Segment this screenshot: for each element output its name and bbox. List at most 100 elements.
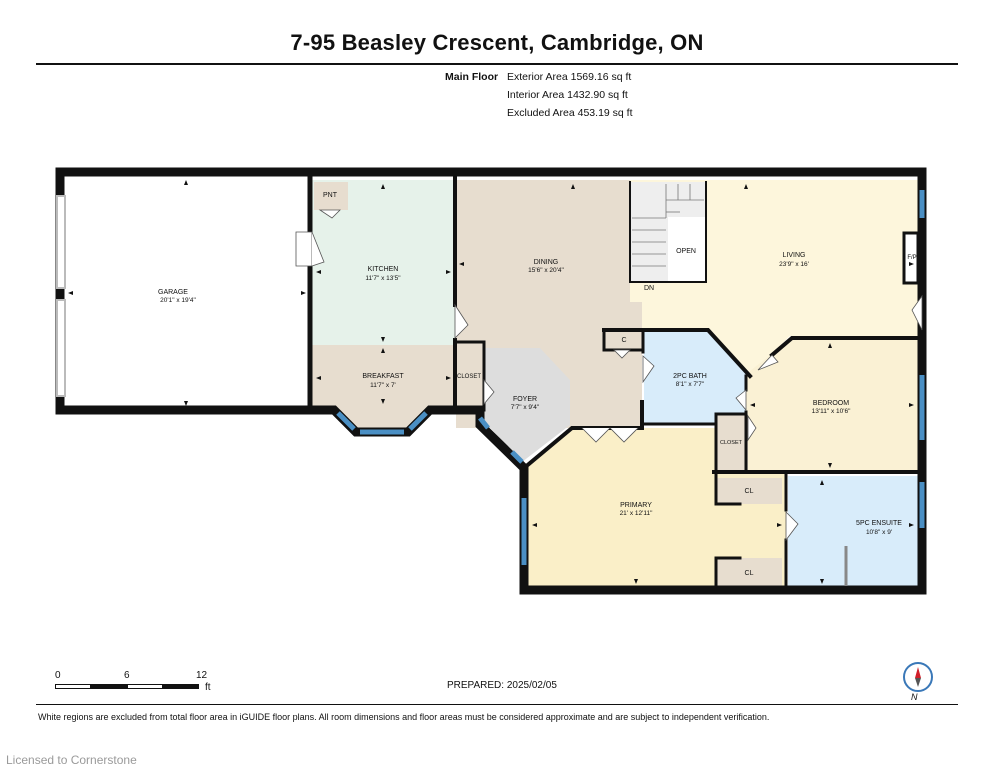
header-divider [36,63,958,65]
dim-marker [532,523,537,527]
dim-marker [301,291,306,295]
closet-bed-room [716,414,748,470]
door-bath [642,355,655,384]
footer-divider [36,704,958,705]
window-bay-right [408,411,428,431]
dim-marker [744,184,748,189]
dim-marker [381,184,385,189]
bedroom-room [746,340,918,470]
windows [336,190,925,565]
dim-marker [828,463,832,468]
page-title: 7-95 Beasley Crescent, Cambridge, ON [290,30,704,55]
breakfast-name: BREAKFAST [362,373,404,380]
dim-marker [820,579,824,584]
scale-segment-2 [91,684,127,689]
exterior-area: Exterior Area 1569.16 sq ft [507,71,632,83]
door-closet-bed [747,414,757,442]
dim-marker [777,523,782,527]
floor-label: Main Floor [445,71,499,83]
kitchen-dims: 11'7" x 13'5" [365,275,401,282]
window-foyer [478,416,490,430]
bedroom-top-wall [769,336,924,358]
dimension-markers [68,180,914,584]
dim-marker [634,579,638,584]
cl2-name: CL [745,570,754,577]
primary-dims: 21' x 12'11" [620,510,654,517]
breakfast-room [312,345,455,408]
door-pantry [318,209,341,219]
garage-room [64,176,310,410]
bedroom-dims: 13'11" x 10'6" [812,408,851,415]
scale-label-6: 6 [124,670,130,681]
door-primary-double [581,427,639,443]
dim-marker [750,403,755,407]
fireplace [902,231,920,285]
bath-top-wall [602,328,753,379]
breakfast-dims: 11'7" x 7' [370,382,396,389]
foyer-dims: 7'7" x 9'4" [511,404,540,411]
bath2-name: 2PC BATH [673,373,707,380]
stairs-wall [629,181,707,283]
door-foyer-closet [483,378,495,406]
cl1-wall [714,472,742,506]
dim-marker [909,262,914,266]
open-name: OPEN [676,248,696,255]
kitchen-name: KITCHEN [368,266,399,273]
door-dining [454,303,469,339]
closet-bed-name: CLOSET [720,440,743,446]
dim-marker [316,376,321,380]
dim-marker [381,348,385,353]
compass-icon: N [903,662,933,701]
bedroom-name: BEDROOM [813,400,849,407]
closet-foyer-name: CLOSET [457,374,481,380]
garage-dims: 20'1" x 19'4" [160,297,196,304]
prepared-date: PREPARED: 2025/02/05 [447,680,557,691]
door-ensuite [785,511,799,542]
stairs-down-label: DN [644,285,654,292]
pantry-room [314,182,348,210]
scale-segment-3 [127,684,163,689]
living-name: LIVING [783,252,806,259]
closet-c-room [604,330,642,350]
dim-marker [571,184,575,189]
dim-marker [381,337,385,342]
dim-marker [381,399,385,404]
license-watermark: Licensed to Cornerstone [6,753,137,767]
dim-marker [820,480,824,485]
garage-name: GARAGE [158,289,188,296]
disclaimer-text: White regions are excluded from total fl… [38,712,770,722]
exterior-wall [55,167,927,595]
dining-name: DINING [534,259,559,266]
scale-bar: 0 6 12 ft [55,670,225,700]
scale-segment-4 [163,684,199,689]
dim-marker [446,270,451,274]
dim-marker [68,291,73,295]
fireplace-label: F/P [907,255,916,261]
breakfast-bay [337,408,430,432]
interior-area: Interior Area 1432.90 sq ft [507,89,628,101]
door-living-ext [911,294,923,331]
foyer-name: FOYER [513,396,537,403]
dim-marker [909,523,914,527]
compass-north-label: N [911,692,918,701]
ensuite-dims: 10'8" x 9' [866,529,892,536]
primary-room [528,428,786,588]
scale-unit: ft [205,682,211,693]
pantry-name: PNT [323,192,338,199]
door-swing-kitchen [311,231,325,267]
closet-c-name: C [621,337,626,344]
open-area [668,217,706,282]
window-entry [510,450,524,464]
foyer-room [483,348,570,462]
scale-label-12: 12 [196,670,208,681]
ensuite-name: 5PC ENSUITE [856,520,902,527]
scale-label-0: 0 [55,670,61,681]
dim-marker [459,262,464,266]
excluded-area: Excluded Area 453.19 sq ft [507,107,633,119]
garage-opening-bottom [56,299,66,397]
dim-marker [316,270,321,274]
primary-name: PRIMARY [620,502,652,509]
garage-door-openings [56,195,66,397]
dim-marker [184,401,188,406]
